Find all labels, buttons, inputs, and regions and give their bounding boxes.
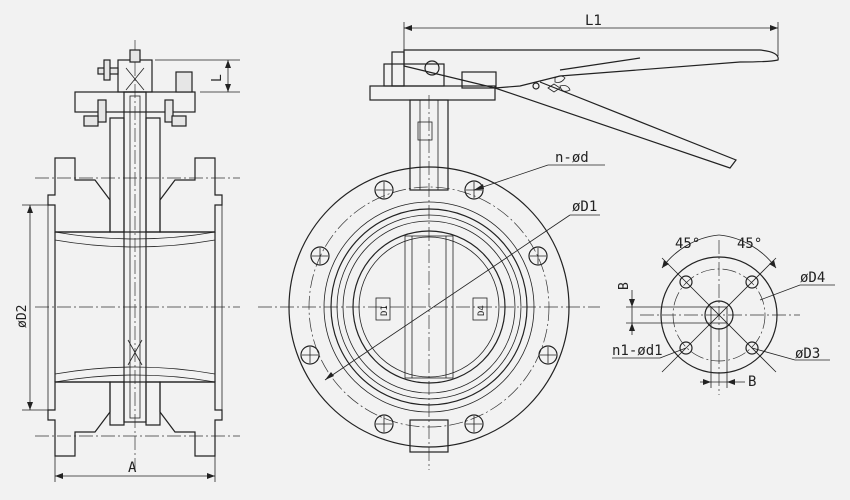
dim-label-l: L <box>210 74 225 82</box>
label-phid1: øD1 <box>572 199 597 215</box>
label-b-vertical: B <box>617 282 632 290</box>
dim-label-phid2: øD2 <box>15 305 30 328</box>
side-section-view: L A øD2 <box>15 40 240 482</box>
stem-core <box>129 95 141 419</box>
dim-label-l1: L1 <box>585 13 602 29</box>
dim-label-a: A <box>128 460 137 476</box>
label-phid3: øD3 <box>795 346 820 362</box>
lever-handle <box>369 49 779 169</box>
bolt-circle <box>308 186 550 428</box>
label-b-horizontal: B <box>748 374 756 390</box>
label-phid4: øD4 <box>800 270 825 286</box>
label-n-phid: n-ød <box>555 150 589 166</box>
detail-bolt-holes <box>679 275 759 355</box>
top-flange-detail: 45° 45° øD4 øD3 n1-ød1 B B <box>612 234 835 395</box>
detail-outer-circle <box>660 256 778 374</box>
label-n1-phid1: n1-ød1 <box>612 343 663 359</box>
disc-circle <box>352 230 506 384</box>
body-lower-right <box>159 381 223 457</box>
label-angle-right: 45° <box>737 236 762 252</box>
flange-outer-circle <box>288 166 570 448</box>
body-lower-left <box>47 381 111 457</box>
label-angle-left: 45° <box>675 236 700 252</box>
detail-pcd-circle <box>672 268 766 362</box>
stem-neck <box>109 117 125 233</box>
body-upper-right <box>159 157 223 233</box>
front-view: D1 D4 L1 <box>258 13 779 470</box>
disc-label-box-d1 <box>375 297 391 321</box>
disc-label-box-d4 <box>472 297 488 321</box>
label-d4: D4 <box>477 305 487 316</box>
bolt-holes <box>300 180 558 434</box>
label-d1: D1 <box>380 305 390 316</box>
body-upper-left <box>47 157 111 233</box>
